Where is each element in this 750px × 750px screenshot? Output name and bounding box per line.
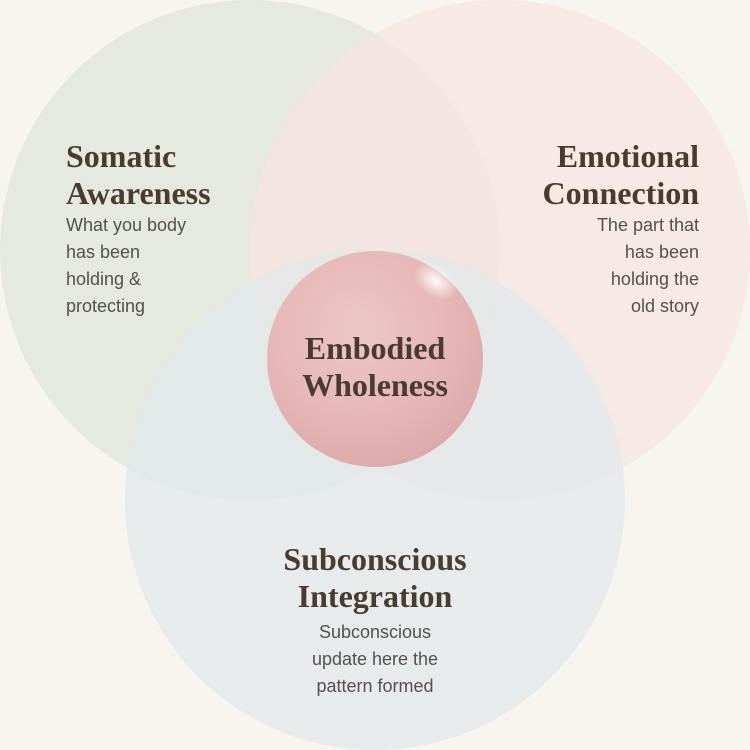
center-title: Embodied Wholeness	[302, 330, 448, 403]
subconscious-description: Subconscious update here the pattern for…	[311, 622, 439, 696]
subconscious-title: Subconscious Integration	[283, 541, 467, 614]
center-pearl	[267, 251, 483, 467]
emotional-title: Emotional Connection	[542, 138, 699, 211]
emotional-description: The part that has been holding the old s…	[596, 215, 699, 316]
somatic-description: What you body has been holding & protect…	[66, 215, 187, 316]
subconscious-circle	[125, 250, 625, 750]
pearl-highlight	[414, 261, 458, 301]
somatic-title: Somatic Awareness	[66, 138, 211, 211]
